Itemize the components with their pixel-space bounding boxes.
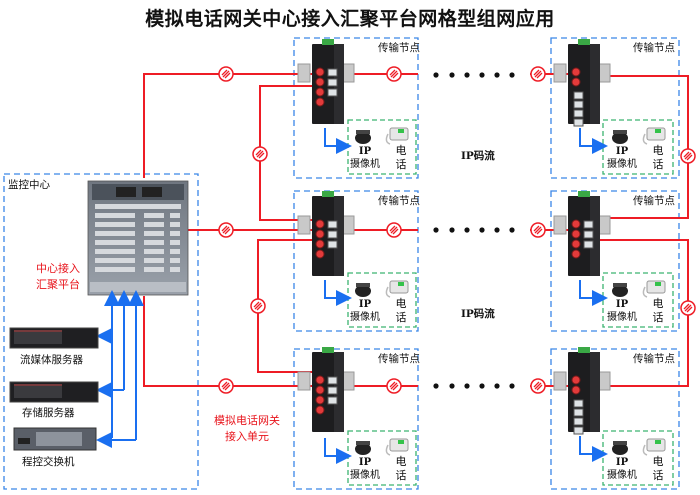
- node-title: 传输节点: [378, 195, 420, 207]
- node-title: 传输节点: [378, 42, 420, 54]
- ethernet-links: [96, 290, 144, 448]
- industrial-switch-icon: [553, 347, 666, 456]
- node-box: [293, 190, 419, 332]
- ip-camera-label: IP 摄像机: [350, 298, 380, 324]
- phone-label: 电话: [395, 297, 407, 324]
- phone-label: 电话: [395, 144, 407, 171]
- ip-camera-label-bottom: 摄像机: [350, 312, 380, 323]
- industrial-switch-icon: [553, 39, 666, 145]
- gateway-unit-label-line2: 接入单元: [225, 430, 269, 443]
- fiber-link-icon: [680, 148, 696, 164]
- fiber-link-icon: [530, 66, 546, 82]
- phone-label: 电话: [652, 144, 664, 171]
- monitoring-center-label: 监控中心: [8, 179, 50, 191]
- ip-camera-label-bottom: 摄像机: [607, 312, 637, 323]
- phone-label: 电话: [652, 455, 664, 482]
- ip-camera-label-bottom: 摄像机: [350, 470, 380, 481]
- node-title: 传输节点: [633, 353, 675, 365]
- storage-server-icon: [9, 381, 99, 403]
- phone-label: 电话: [395, 455, 407, 482]
- streaming-server-label: 流媒体服务器: [20, 354, 83, 366]
- fiber-link-icon: [386, 66, 402, 82]
- storage-server-label: 存储服务器: [22, 407, 75, 419]
- industrial-switch-icon: [297, 191, 409, 298]
- industrial-switch-icon: [553, 191, 666, 298]
- ip-camera-label-bottom: 摄像机: [350, 159, 380, 170]
- aggregation-chassis-icon: [87, 180, 189, 296]
- phone-label: 电话: [652, 297, 664, 324]
- fiber-link-icon: [250, 298, 266, 314]
- ip-camera-label: IP 摄像机: [607, 298, 637, 324]
- fiber-link-icon: [218, 222, 234, 238]
- ip-camera-label-top: IP: [358, 457, 372, 468]
- ip-camera-label: IP 摄像机: [350, 145, 380, 171]
- node-switches: [297, 39, 666, 456]
- pbx-switch-label: 程控交换机: [22, 456, 75, 468]
- node-title: 传输节点: [633, 42, 675, 54]
- fiber-link-icon: [218, 66, 234, 82]
- gateway-unit-label: 模拟电话网关 接入单元: [214, 413, 280, 445]
- diagram-title: 模拟电话网关中心接入汇聚平台网格型组网应用: [145, 8, 555, 30]
- aggregation-platform-label-line2: 汇聚平台: [36, 278, 80, 291]
- continuation-dots: [433, 72, 515, 389]
- ip-camera-label: IP 摄像机: [607, 145, 637, 171]
- node-device-links: [324, 128, 608, 464]
- node-box: [293, 37, 419, 179]
- fiber-link-icon: [218, 378, 234, 394]
- ip-camera-label-top: IP: [615, 457, 629, 468]
- ip-stream-label: IP码流: [461, 150, 495, 162]
- ip-camera-label-bottom: 摄像机: [607, 470, 637, 481]
- fiber-link-icon: [386, 378, 402, 394]
- node-box: [550, 348, 680, 490]
- node-box: [550, 37, 680, 179]
- fiber-link-icon: [252, 146, 268, 162]
- industrial-switch-icon: [297, 39, 409, 145]
- fiber-link-icon: [680, 300, 696, 316]
- pbx-switch-icon: [13, 427, 97, 451]
- industrial-switch-icon: [297, 347, 409, 456]
- aggregation-platform-label-line1: 中心接入: [36, 262, 80, 275]
- ip-camera-label-top: IP: [358, 299, 372, 310]
- node-title: 传输节点: [633, 195, 675, 207]
- ip-stream-label: IP码流: [461, 308, 495, 320]
- fiber-link-icon: [386, 222, 402, 238]
- node-title: 传输节点: [378, 353, 420, 365]
- ip-camera-label-top: IP: [615, 146, 629, 157]
- monitoring-center-box: [3, 173, 199, 490]
- ip-camera-label-top: IP: [615, 299, 629, 310]
- fiber-link-icon: [530, 378, 546, 394]
- node-box: [550, 190, 680, 332]
- ip-camera-label-bottom: 摄像机: [607, 159, 637, 170]
- fiber-link-icon: [530, 222, 546, 238]
- node-boxes: [293, 37, 680, 490]
- gateway-unit-label-line1: 模拟电话网关: [214, 414, 280, 427]
- ip-camera-label-top: IP: [358, 146, 372, 157]
- aggregation-platform-label: 中心接入 汇聚平台: [36, 261, 80, 293]
- node-box: [293, 348, 419, 490]
- streaming-server-icon: [9, 327, 99, 349]
- ip-camera-label: IP 摄像机: [607, 456, 637, 482]
- ip-camera-label: IP 摄像机: [350, 456, 380, 482]
